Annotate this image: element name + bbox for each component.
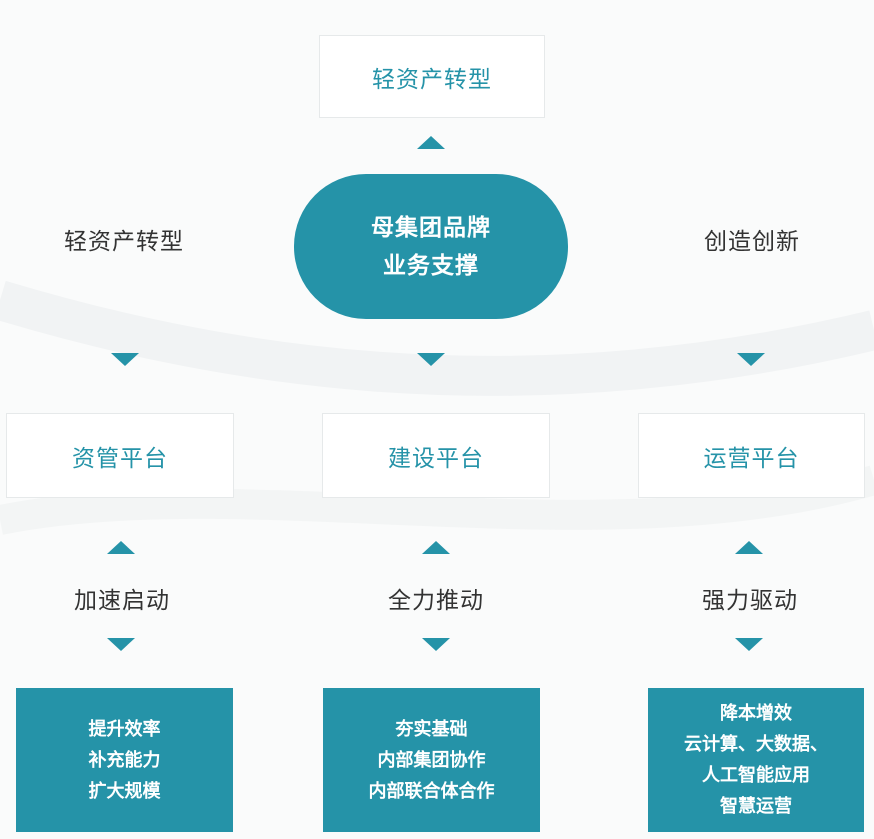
result-item: 提升效率 — [88, 718, 161, 740]
result-item: 降本增效 — [720, 703, 792, 724]
arrow-up-icon — [735, 541, 763, 554]
result-item: 云计算、大数据、 — [684, 734, 828, 755]
result-item: 补充能力 — [88, 749, 161, 771]
platform-label: 运营平台 — [703, 445, 800, 472]
platform-box-assets: 资管平台 — [6, 413, 234, 498]
result-box-right: 降本增效 云计算、大数据、 人工智能应用 智慧运营 — [648, 688, 864, 832]
drive-label-left: 加速启动 — [74, 588, 170, 614]
result-item: 人工智能应用 — [702, 765, 810, 786]
platform-label: 资管平台 — [72, 445, 168, 472]
arrow-down-icon — [735, 638, 763, 651]
platform-box-operation: 运营平台 — [638, 413, 865, 498]
platform-label: 建设平台 — [388, 445, 484, 472]
result-item: 内部集团协作 — [377, 749, 486, 771]
center-pill: 母集团品牌 业务支撑 — [294, 174, 568, 319]
arrow-up-icon — [107, 541, 135, 554]
result-item: 扩大规模 — [88, 780, 161, 802]
arrow-down-icon — [107, 638, 135, 651]
arrow-down-icon — [737, 353, 765, 366]
result-item: 智慧运营 — [720, 796, 792, 817]
center-line-1: 母集团品牌 — [371, 214, 491, 241]
result-item: 内部联合体合作 — [368, 780, 495, 802]
arrow-up-icon — [422, 541, 450, 554]
drive-label-right: 强力驱动 — [702, 588, 798, 614]
top-box-label: 轻资产转型 — [372, 66, 492, 93]
result-item: 夯实基础 — [395, 718, 468, 740]
result-box-center: 夯实基础 内部集团协作 内部联合体合作 — [323, 688, 540, 832]
arrow-up-icon — [417, 136, 445, 149]
platform-box-construction: 建设平台 — [322, 413, 550, 498]
right-label: 创造创新 — [704, 229, 800, 255]
arrow-down-icon — [422, 638, 450, 651]
arrow-down-icon — [417, 353, 445, 366]
drive-label-center: 全力推动 — [388, 588, 484, 614]
left-label: 轻资产转型 — [64, 229, 184, 255]
arrow-down-icon — [111, 353, 139, 366]
top-box: 轻资产转型 — [319, 35, 545, 118]
center-line-2: 业务支撑 — [383, 252, 479, 279]
result-box-left: 提升效率 补充能力 扩大规模 — [16, 688, 233, 832]
